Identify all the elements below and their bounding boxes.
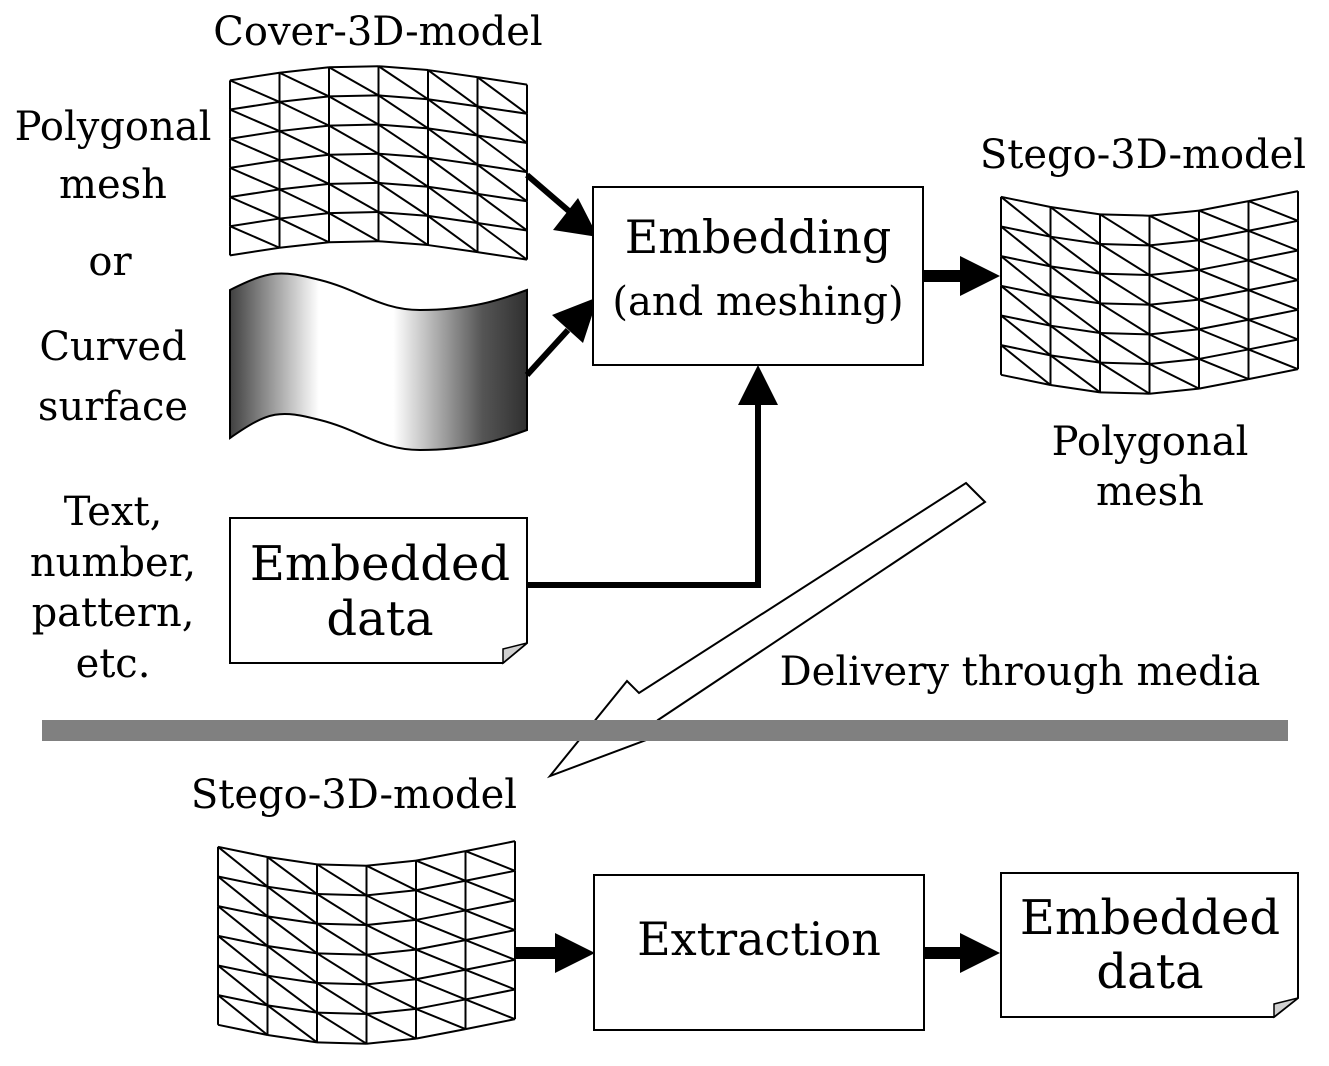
cover-polygonal-mesh bbox=[229, 65, 528, 261]
label-number: number, bbox=[30, 540, 196, 586]
stego-model-title-bottom: Stego-3D-model bbox=[191, 772, 517, 818]
left-labels: Polygonal mesh or Curved surface bbox=[15, 104, 212, 430]
arrow-extraction-to-data bbox=[924, 933, 1000, 973]
arrow-embedding-to-stego bbox=[923, 256, 1000, 296]
label-etc: etc. bbox=[76, 641, 151, 687]
label-curved: Curved bbox=[39, 324, 186, 370]
extraction-label: Extraction bbox=[637, 912, 881, 966]
arrow-data-to-embedding bbox=[527, 365, 778, 588]
label-or: or bbox=[88, 239, 132, 285]
embedded-data-line2: data bbox=[326, 591, 433, 647]
stego-caption-mesh: mesh bbox=[1096, 469, 1204, 515]
stego-polygonal-mesh-top bbox=[1000, 190, 1299, 395]
extracted-data-document bbox=[1000, 872, 1299, 1019]
delivery-arrow bbox=[546, 481, 987, 779]
stego-polygonal-mesh-bottom bbox=[217, 840, 516, 1045]
extracted-data-line1: Embedded bbox=[1020, 890, 1280, 946]
cover-model-title: Cover-3D-model bbox=[213, 9, 542, 55]
stego-model-title-top: Stego-3D-model bbox=[980, 132, 1306, 178]
embedding-box bbox=[592, 186, 924, 366]
extraction-box bbox=[593, 874, 925, 1031]
embedded-data-document bbox=[229, 517, 528, 665]
extracted-data-line2: data bbox=[1096, 944, 1203, 1000]
arrow-surface-to-embedding bbox=[524, 297, 598, 378]
data-types-labels: Text, number, pattern, etc. bbox=[30, 489, 196, 687]
section-divider bbox=[42, 720, 1288, 741]
label-text: Text, bbox=[64, 489, 163, 535]
stego-caption-polygonal: Polygonal bbox=[1052, 419, 1249, 465]
arrow-mesh-to-embedding bbox=[525, 172, 598, 237]
embedded-data-line1: Embedded bbox=[250, 536, 510, 592]
arrow-stego-to-extraction bbox=[515, 933, 595, 973]
delivery-label: Delivery through media bbox=[780, 649, 1261, 695]
label-pattern: pattern, bbox=[32, 590, 195, 636]
label-polygonal: Polygonal bbox=[15, 104, 212, 150]
label-surface: surface bbox=[38, 384, 188, 430]
meshing-label: (and meshing) bbox=[612, 279, 903, 325]
embedding-label: Embedding bbox=[625, 210, 892, 264]
label-mesh: mesh bbox=[59, 162, 167, 208]
curved-surface bbox=[229, 272, 528, 452]
